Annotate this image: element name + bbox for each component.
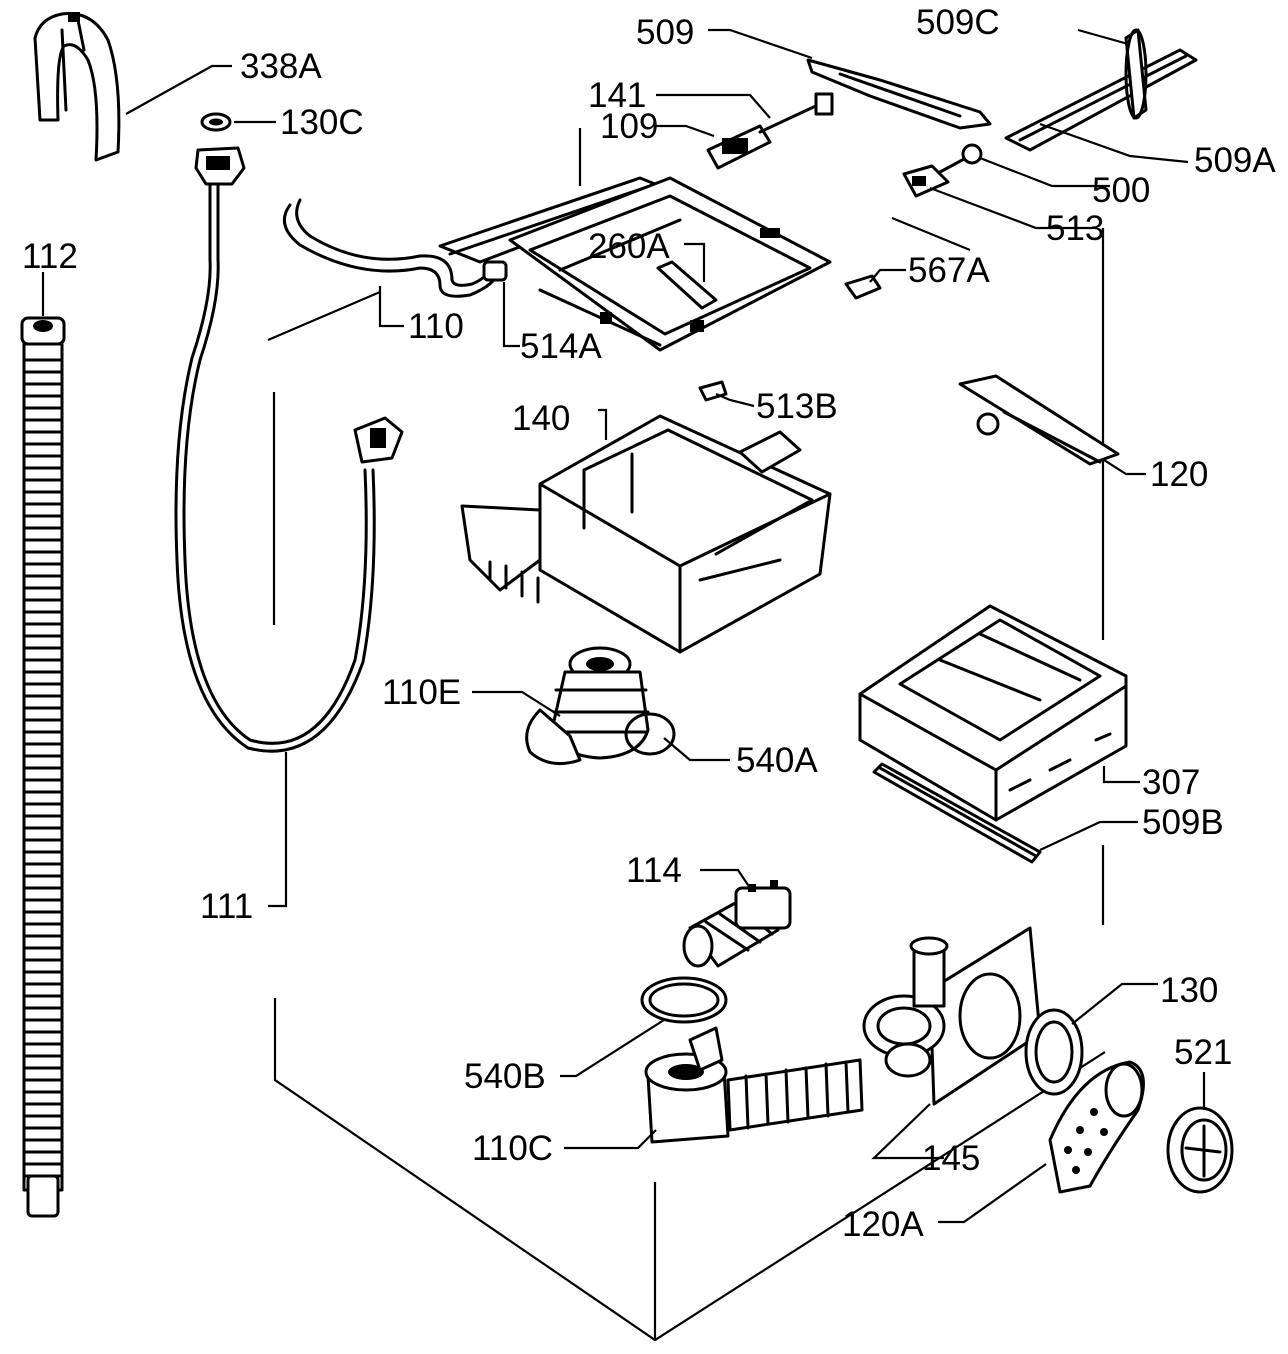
label-509A: 509A bbox=[1194, 141, 1276, 180]
label-513B: 513B bbox=[756, 387, 838, 426]
label-120: 120 bbox=[1150, 455, 1208, 494]
label-509C: 509C bbox=[916, 3, 1000, 42]
label-338A: 338A bbox=[240, 47, 322, 86]
knob-521 bbox=[1166, 1106, 1234, 1194]
drain-hose-112 bbox=[20, 316, 66, 1218]
label-109: 109 bbox=[600, 107, 658, 146]
part-114 bbox=[682, 880, 792, 968]
sensor-141 bbox=[706, 92, 834, 170]
label-110E: 110E bbox=[382, 673, 461, 712]
cabinet-frame-outline bbox=[267, 228, 1106, 1342]
label-145: 145 bbox=[922, 1139, 980, 1178]
label-260A: 260A bbox=[588, 227, 670, 266]
label-120A: 120A bbox=[842, 1205, 924, 1244]
label-540A: 540A bbox=[736, 741, 818, 780]
label-130: 130 bbox=[1160, 971, 1218, 1010]
drawer-handle-120 bbox=[958, 374, 1120, 466]
rod-509B bbox=[872, 762, 1042, 864]
label-509B: 509B bbox=[1142, 803, 1224, 842]
dispenser-housing-140 bbox=[460, 414, 832, 654]
filter-120A bbox=[1048, 1060, 1145, 1194]
label-521: 521 bbox=[1174, 1033, 1232, 1072]
clip-567A bbox=[844, 274, 882, 300]
clamp-540A bbox=[624, 712, 676, 756]
label-500: 500 bbox=[1092, 171, 1150, 210]
label-141: 141 bbox=[588, 76, 646, 115]
washer-130C bbox=[200, 112, 232, 132]
label-514A: 514A bbox=[520, 327, 602, 366]
inlet-hose-111 bbox=[174, 146, 404, 753]
drain-pump-145 bbox=[862, 926, 1042, 1106]
hose-110 bbox=[282, 198, 508, 298]
label-307: 307 bbox=[1142, 763, 1200, 802]
label-112: 112 bbox=[22, 237, 78, 276]
hose-guide-338A bbox=[33, 12, 121, 162]
callout-labels: 338A 130C 112 509 509C 141 109 509A 500 … bbox=[22, 3, 1276, 1244]
ring-130 bbox=[1024, 1008, 1084, 1096]
label-567A: 567A bbox=[908, 251, 990, 290]
valve-assembly-109 bbox=[438, 176, 832, 352]
label-130C: 130C bbox=[280, 103, 364, 142]
detergent-drawer-307 bbox=[858, 604, 1128, 822]
label-110: 110 bbox=[408, 307, 464, 346]
hose-110C bbox=[644, 1026, 864, 1144]
leader-lines bbox=[41, 28, 1206, 1224]
label-111: 111 bbox=[200, 887, 253, 926]
clamp-540B bbox=[640, 976, 728, 1024]
label-540B: 540B bbox=[464, 1057, 546, 1096]
rod-509A bbox=[1004, 28, 1198, 152]
label-110C: 110C bbox=[472, 1129, 553, 1168]
lever-509 bbox=[806, 58, 992, 130]
switch-500 bbox=[902, 143, 983, 198]
label-140: 140 bbox=[512, 399, 570, 438]
label-509: 509 bbox=[636, 13, 694, 52]
label-513: 513 bbox=[1046, 209, 1104, 248]
hose-110E bbox=[525, 646, 650, 766]
label-114: 114 bbox=[626, 851, 682, 890]
